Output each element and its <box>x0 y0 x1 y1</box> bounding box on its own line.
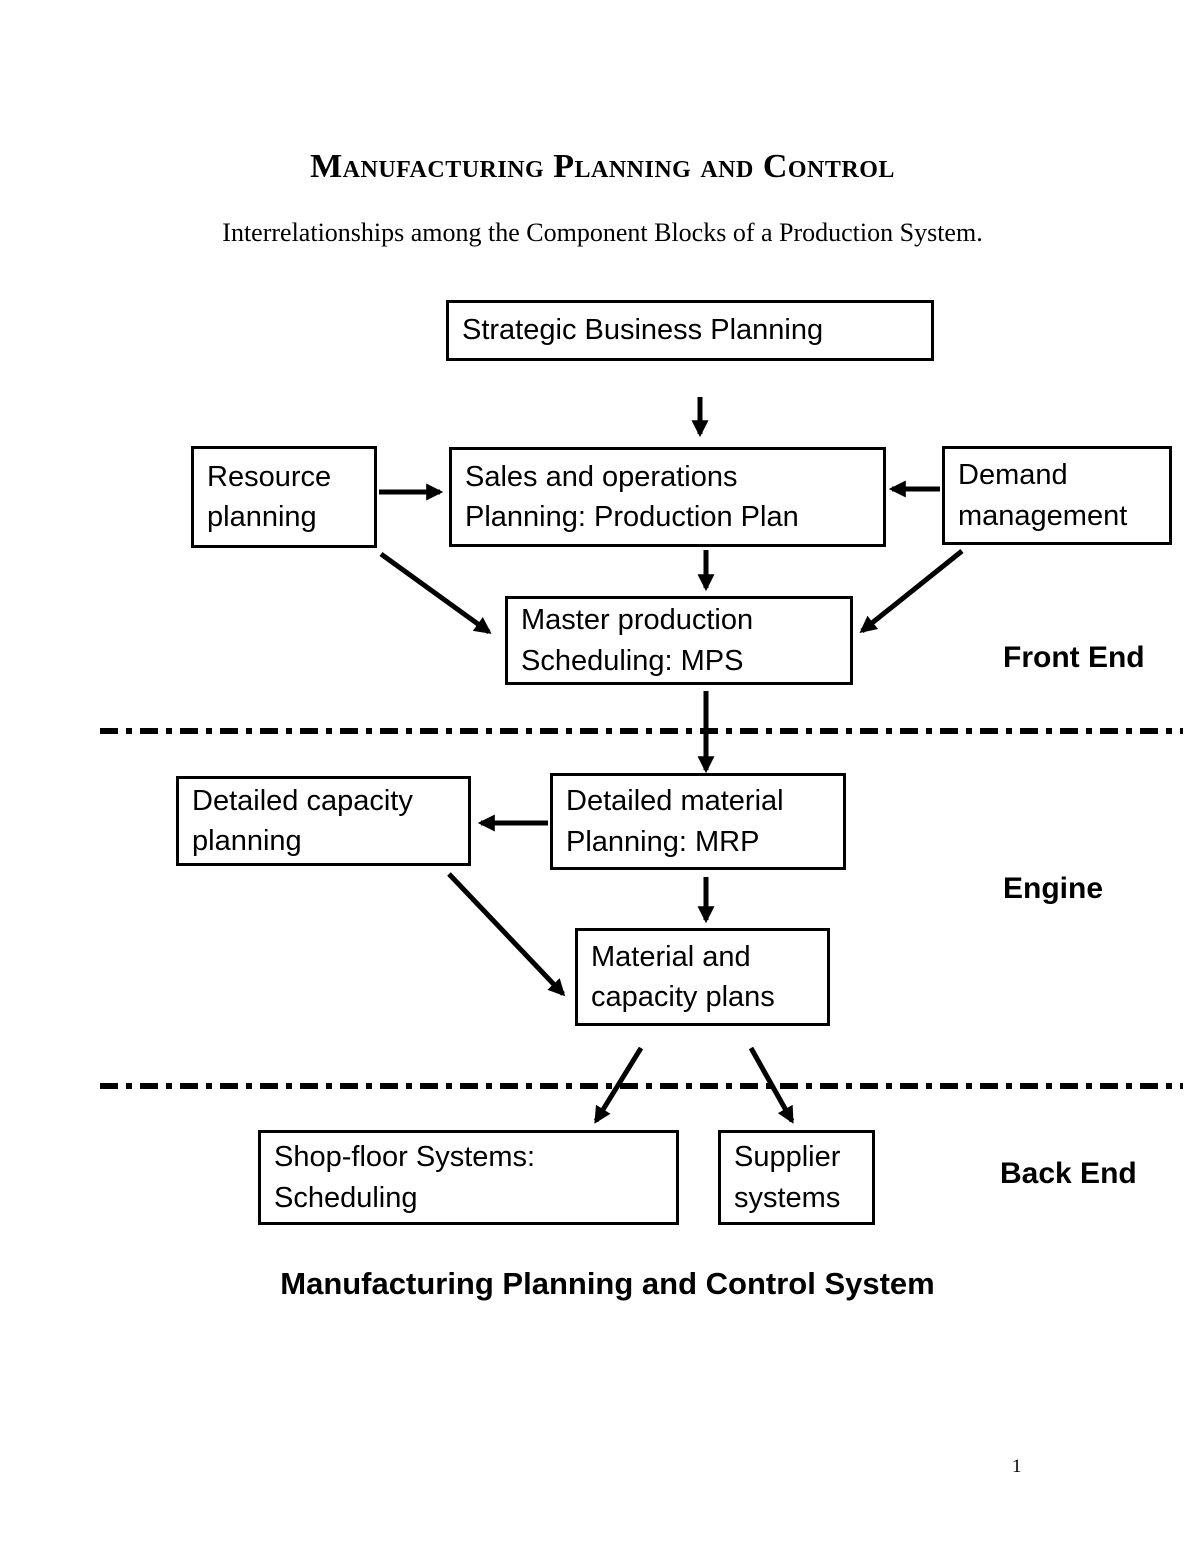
section-label-front-end: Front End <box>1003 641 1145 674</box>
box-label: Master production Scheduling: MPS <box>521 604 754 677</box>
box-label: Shop-floor Systems: Scheduling <box>274 1141 536 1214</box>
section-label-engine: Engine <box>1003 872 1104 905</box>
page-subtitle: Interrelationships among the Component B… <box>222 218 983 247</box>
box-sales-and-operations-planning: Sales and operations Planning: Productio… <box>449 447 886 547</box>
box-label: Supplier systems <box>734 1141 841 1214</box>
box-shop-floor-systems: Shop-floor Systems: Scheduling <box>258 1130 679 1225</box>
box-detailed-capacity-planning: Detailed capacity planning <box>176 776 471 866</box>
arrow-material-to-supplier <box>748 1046 795 1124</box>
box-label: Material and capacity plans <box>591 940 775 1013</box>
box-resource-planning: Resource planning <box>191 446 377 548</box>
box-master-production-scheduling: Master production Scheduling: MPS <box>505 596 853 685</box>
box-label: Resource planning <box>207 460 332 533</box>
box-label: Sales and operations Planning: Productio… <box>465 460 799 533</box>
page-number: 1 <box>1012 1456 1022 1477</box>
arrow-material-to-shopfloor <box>593 1046 644 1124</box>
box-material-and-capacity-plans: Material and capacity plans <box>575 928 830 1026</box>
arrow-resource-to-master <box>379 551 492 635</box>
arrow-demand-to-master <box>859 549 964 633</box>
box-label: Detailed material Planning: MRP <box>566 785 784 858</box>
box-demand-management: Demand management <box>942 446 1172 545</box>
box-label: Demand management <box>958 459 1128 532</box>
box-supplier-systems: Supplier systems <box>718 1130 875 1225</box>
diagram-caption: Manufacturing Planning and Control Syste… <box>280 1266 935 1301</box>
box-label: Detailed capacity planning <box>192 784 413 857</box>
box-label: Strategic Business Planning <box>462 314 824 347</box>
page-title: Manufacturing Planning and Control <box>310 148 895 185</box>
arrow-capacity-to-material <box>447 872 566 997</box>
box-detailed-material-planning: Detailed material Planning: MRP <box>550 773 846 870</box>
section-label-back-end: Back End <box>1000 1157 1137 1190</box>
box-strategic-business-planning: Strategic Business Planning <box>446 300 934 361</box>
